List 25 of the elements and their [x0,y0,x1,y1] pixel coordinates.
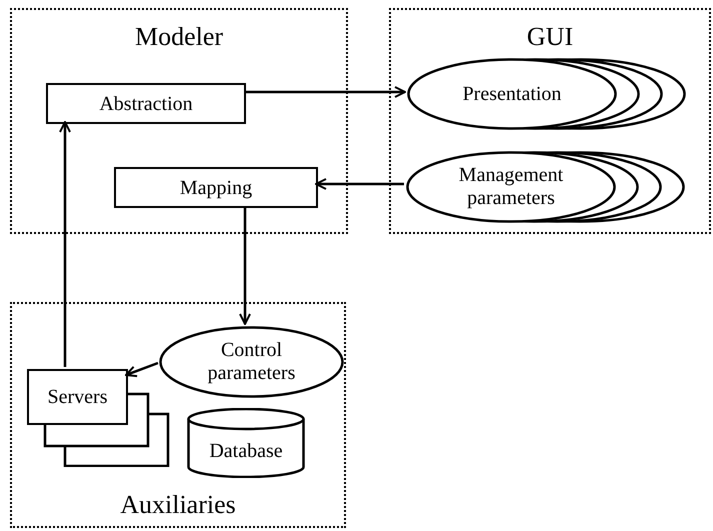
node-label: Servers [48,387,108,407]
node-label: Modeler [134,24,224,50]
arrow [125,362,158,378]
dotted-group-frame [10,302,346,528]
process-box [46,83,246,124]
stacked-ellipse [407,58,687,130]
dotted-group-frame [389,8,711,234]
database-cylinder [187,408,305,478]
stacked-box [27,369,170,467]
node-label: Mapping [180,178,252,198]
process-box [114,167,318,208]
node-label: Control parameters [206,339,296,385]
arrow [315,178,404,190]
node-label: Abstraction [99,94,193,114]
dotted-group-frame [10,8,348,234]
node-label: GUI [526,24,574,50]
node-label: Management parameters [458,164,564,210]
arrow [239,206,251,325]
node-label: Auxiliaries [120,492,236,518]
arrow [59,121,71,367]
stacked-ellipse [406,151,686,223]
ellipse-node [159,326,344,398]
node-label: Presentation [462,82,562,106]
node-label: Database [209,441,283,461]
arrow [244,86,406,98]
